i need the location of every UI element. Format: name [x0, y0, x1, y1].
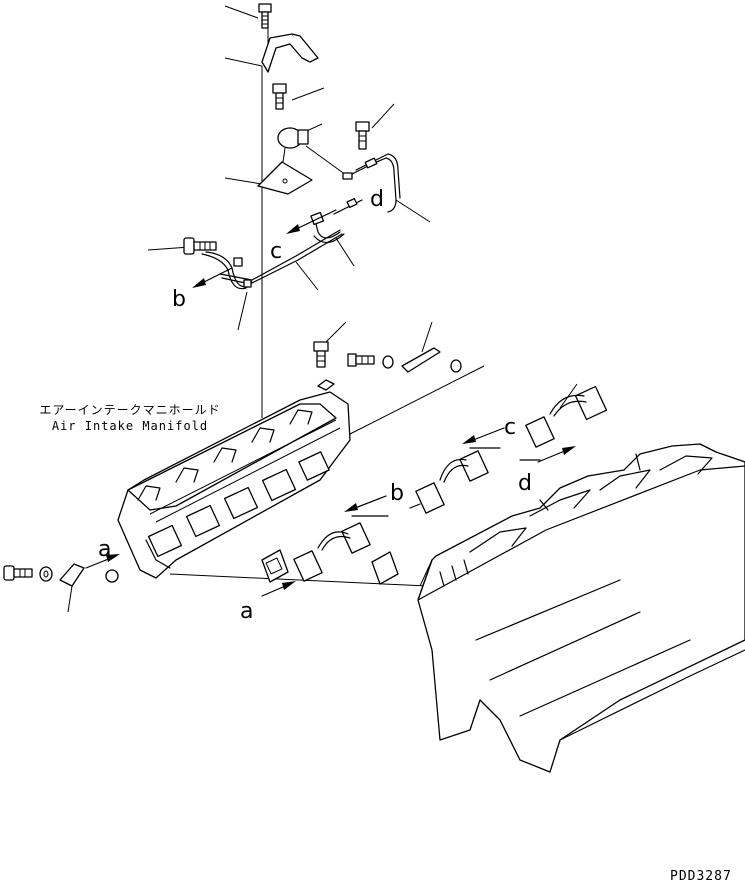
callout-c-top: c	[270, 239, 282, 264]
intake-manifold	[117, 391, 351, 579]
callout-b-left: b	[172, 287, 186, 312]
washer-right	[382, 355, 462, 373]
callout-a-bottom: a	[240, 599, 253, 624]
callout-b-mid: b	[390, 481, 404, 506]
left-bolt	[3, 565, 33, 581]
gasket-right	[371, 551, 399, 585]
strap-bracket	[401, 347, 441, 373]
drawing-code: PDD3287	[670, 869, 732, 884]
mount-bolt	[313, 341, 329, 368]
left-washer-2	[105, 569, 119, 583]
left-bracket	[59, 563, 85, 587]
harness-bolt	[183, 237, 217, 255]
caption-japanese: エアーインテークマニホールド	[39, 403, 220, 417]
callout-d-right: d	[518, 471, 532, 496]
bracket-bolt	[272, 83, 287, 110]
heater-pair-b	[409, 450, 489, 514]
arrow-c-top	[286, 209, 337, 234]
sensor-plate	[257, 161, 313, 195]
callout-c-right: c	[504, 415, 516, 440]
left-washer	[39, 566, 53, 582]
small-plate	[317, 379, 335, 391]
arrow-a-bottom	[261, 581, 296, 597]
right-bolt	[355, 121, 370, 150]
callout-labels: a a b b c c d d	[98, 187, 532, 624]
arrow-b-mid	[344, 495, 389, 517]
side-bolt	[347, 353, 375, 367]
heater-pair-c	[525, 385, 608, 448]
caption-english: Air Intake Manifold	[52, 419, 208, 433]
callout-d-top: d	[370, 187, 384, 212]
gasket-left	[261, 549, 289, 583]
arrow-c-right	[462, 427, 505, 449]
sensor-unit	[277, 127, 353, 180]
top-bolt	[258, 3, 272, 29]
clamp-bracket	[261, 33, 319, 73]
arrow-a-left	[85, 554, 120, 569]
leader-lines	[67, 5, 578, 613]
arrow-d-top	[333, 197, 363, 215]
part-caption: エアーインテークマニホールド Air Intake Manifold	[39, 403, 220, 433]
callout-a-left: a	[98, 537, 111, 562]
heater-pair-a	[293, 522, 371, 582]
arrow-d-right	[519, 446, 576, 463]
arrow-b-left	[192, 267, 233, 288]
engine-block	[417, 443, 745, 773]
